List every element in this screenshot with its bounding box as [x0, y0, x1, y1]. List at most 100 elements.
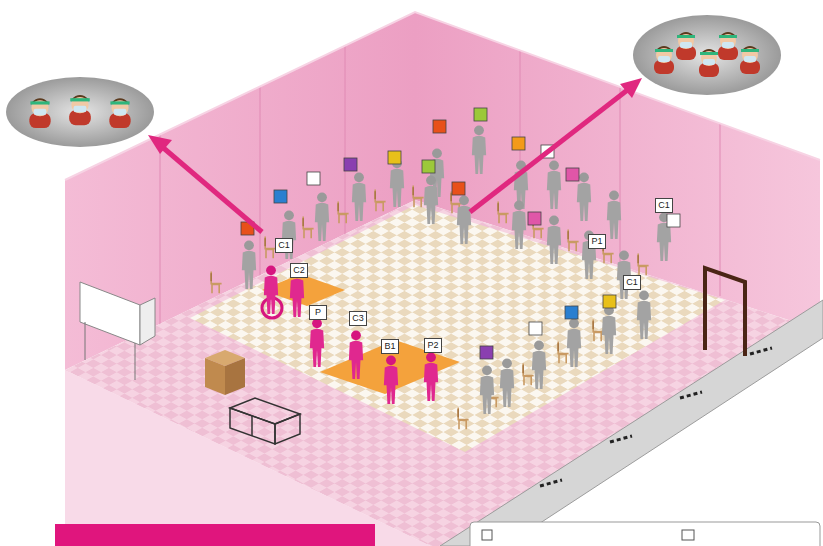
legend-sample — [482, 530, 492, 540]
face — [29, 98, 50, 128]
walkway-markings — [470, 348, 772, 530]
voting-booth — [80, 282, 140, 345]
voter — [637, 290, 651, 339]
face — [109, 98, 130, 128]
staff-member — [310, 318, 324, 367]
voter — [532, 340, 546, 389]
icon-tag — [667, 214, 680, 227]
icon-tag — [566, 168, 579, 181]
front-glass-wall — [65, 370, 470, 546]
box-frame — [275, 414, 300, 444]
callout-tag: C1 — [275, 238, 293, 253]
face — [699, 49, 719, 77]
staff-member — [424, 352, 438, 401]
icon-tag — [474, 108, 487, 121]
wooden-box — [205, 350, 245, 395]
voter — [512, 200, 526, 249]
voter — [472, 125, 486, 174]
chair — [522, 364, 533, 386]
icon-tag — [433, 120, 446, 133]
zoom-oval — [6, 77, 154, 147]
callout-code: B1 — [384, 341, 395, 351]
box-side — [205, 358, 225, 395]
voter — [242, 240, 256, 289]
staff-member — [349, 330, 363, 379]
panel-line — [620, 87, 621, 266]
callout-tag: C2 — [290, 263, 308, 278]
callout-arrow — [470, 88, 630, 212]
callout-tag: P2 — [424, 338, 442, 353]
booth-side — [140, 298, 155, 345]
face — [654, 46, 674, 74]
icon-tag — [452, 182, 465, 195]
legend-sample — [682, 530, 694, 540]
face — [740, 46, 760, 74]
marking — [680, 392, 702, 398]
marking — [610, 436, 632, 442]
callout-code: C2 — [293, 265, 305, 275]
voter — [547, 160, 561, 209]
voter — [390, 158, 404, 207]
voters — [242, 125, 671, 414]
panel-line — [160, 134, 161, 325]
chair — [497, 202, 508, 224]
marking — [540, 480, 562, 486]
panel-line — [260, 86, 261, 277]
marking — [750, 348, 772, 354]
icon-tag — [480, 346, 493, 359]
voter — [424, 175, 438, 224]
wall-top-edge — [65, 12, 820, 180]
callout-tag: C1 — [655, 198, 673, 213]
box-divider — [251, 416, 253, 436]
callout-code: P1 — [591, 236, 602, 246]
chair — [264, 237, 275, 259]
voter — [315, 192, 329, 241]
staff-member — [384, 355, 398, 404]
icon-tag — [603, 295, 616, 308]
bottom-banner — [55, 524, 375, 546]
icon-tag — [528, 212, 541, 225]
door-frame — [705, 268, 745, 356]
panel-line — [345, 46, 346, 237]
callout-tag: C3 — [349, 311, 367, 326]
arrow-head — [620, 78, 642, 98]
face — [676, 32, 696, 60]
box-frame — [230, 408, 275, 444]
staff — [264, 265, 438, 404]
callout-arrows — [148, 78, 642, 232]
voter — [352, 172, 366, 221]
icon-tag — [512, 137, 525, 150]
callout-tag: C1 — [623, 275, 641, 290]
callout-code: C1 — [278, 240, 290, 250]
icon-tag — [565, 306, 578, 319]
chair — [302, 217, 313, 239]
booth-leg — [135, 343, 136, 380]
voter — [480, 365, 494, 414]
icon-tag — [422, 160, 435, 173]
icon-tag — [307, 172, 320, 185]
icon-tags — [241, 108, 680, 359]
callout-code: C3 — [352, 313, 364, 323]
box-side — [225, 358, 245, 395]
callout-tag: P — [309, 305, 327, 320]
chair — [337, 202, 348, 224]
voter — [602, 305, 616, 354]
chair — [457, 408, 468, 430]
icon-tag — [529, 322, 542, 335]
panel-line — [720, 123, 721, 296]
voter — [567, 318, 581, 367]
booth-leg — [85, 322, 86, 360]
callout-tag: P1 — [588, 234, 606, 249]
callout-code: C1 — [658, 200, 670, 210]
voter — [607, 190, 621, 239]
icon-tag — [274, 190, 287, 203]
floor — [65, 200, 820, 546]
face — [69, 95, 91, 125]
zoom-oval — [633, 15, 781, 95]
ballot-box-frames — [230, 398, 300, 444]
icon-tag — [344, 158, 357, 171]
legend-frame — [470, 522, 820, 546]
